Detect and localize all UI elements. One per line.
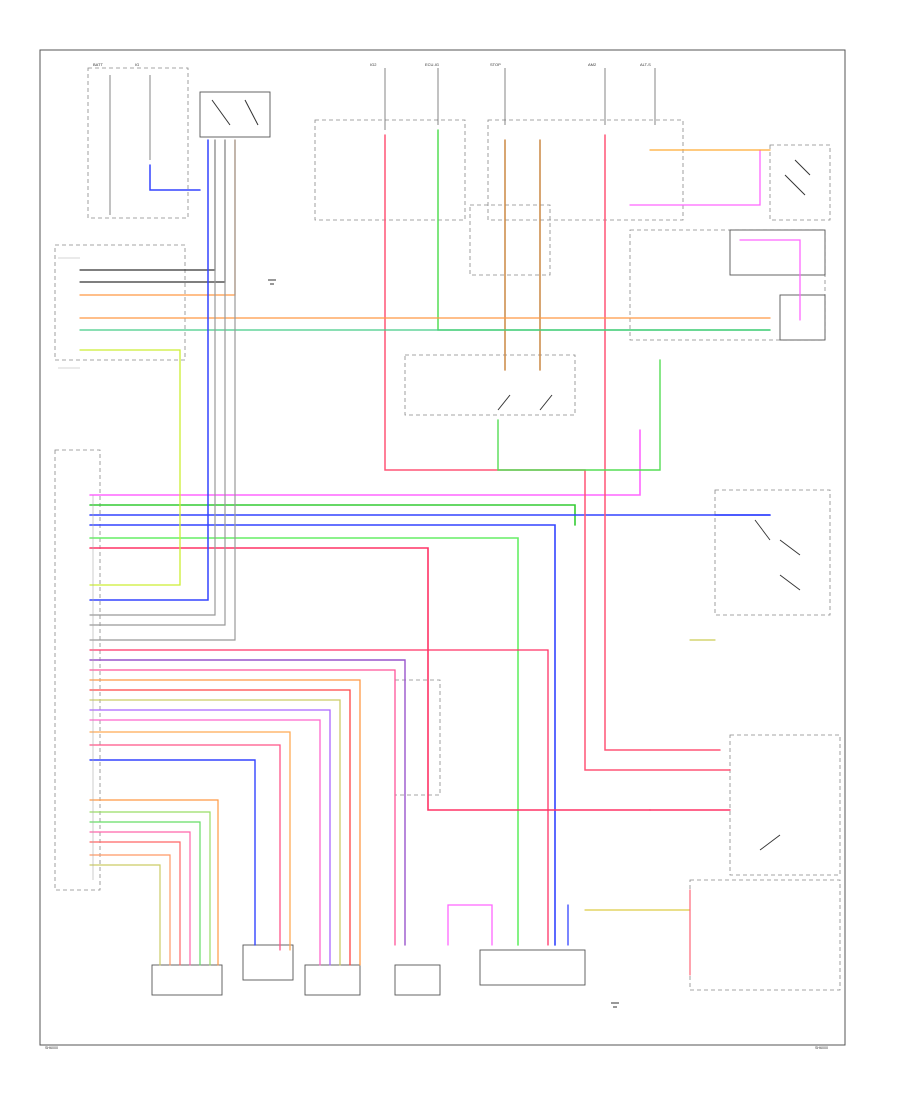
svg-text:IG2: IG2 xyxy=(370,62,377,67)
combination-meter xyxy=(714,489,831,616)
svg-text:ALT-S: ALT-S xyxy=(640,62,651,67)
fuse-block-right: STOP AM2 ALT-S xyxy=(487,62,684,221)
fuse-block-center: IG2 ECU-IG xyxy=(314,62,466,221)
transmission-control-switch xyxy=(769,144,831,221)
stop-light-switch xyxy=(404,354,576,416)
footer-right-code: SH6000 xyxy=(815,1046,828,1050)
ecm-pin-labels xyxy=(58,257,94,880)
fuse-block-left: BATT IG xyxy=(87,62,189,219)
park-neutral-switch xyxy=(689,879,841,991)
diagram-frame xyxy=(39,49,846,1046)
engine-room-jb xyxy=(729,734,841,876)
shift-lock-area xyxy=(629,229,826,341)
ecm-body xyxy=(54,449,101,891)
ignition-switch xyxy=(199,91,271,138)
svg-text:BATT: BATT xyxy=(93,62,103,67)
svg-text:ECU-IG: ECU-IG xyxy=(425,62,439,67)
footer-left-code: SH6000 xyxy=(45,1046,58,1050)
svg-text:AM2: AM2 xyxy=(588,62,597,67)
svg-text:STOP: STOP xyxy=(490,62,501,67)
svg-text:IG: IG xyxy=(135,62,139,67)
ground-symbols xyxy=(268,279,619,1008)
relay-top xyxy=(469,204,551,276)
ecm-connector-top xyxy=(54,244,186,361)
wires xyxy=(79,129,801,976)
inline-connectors xyxy=(394,679,441,796)
solenoid-connector xyxy=(151,944,586,996)
